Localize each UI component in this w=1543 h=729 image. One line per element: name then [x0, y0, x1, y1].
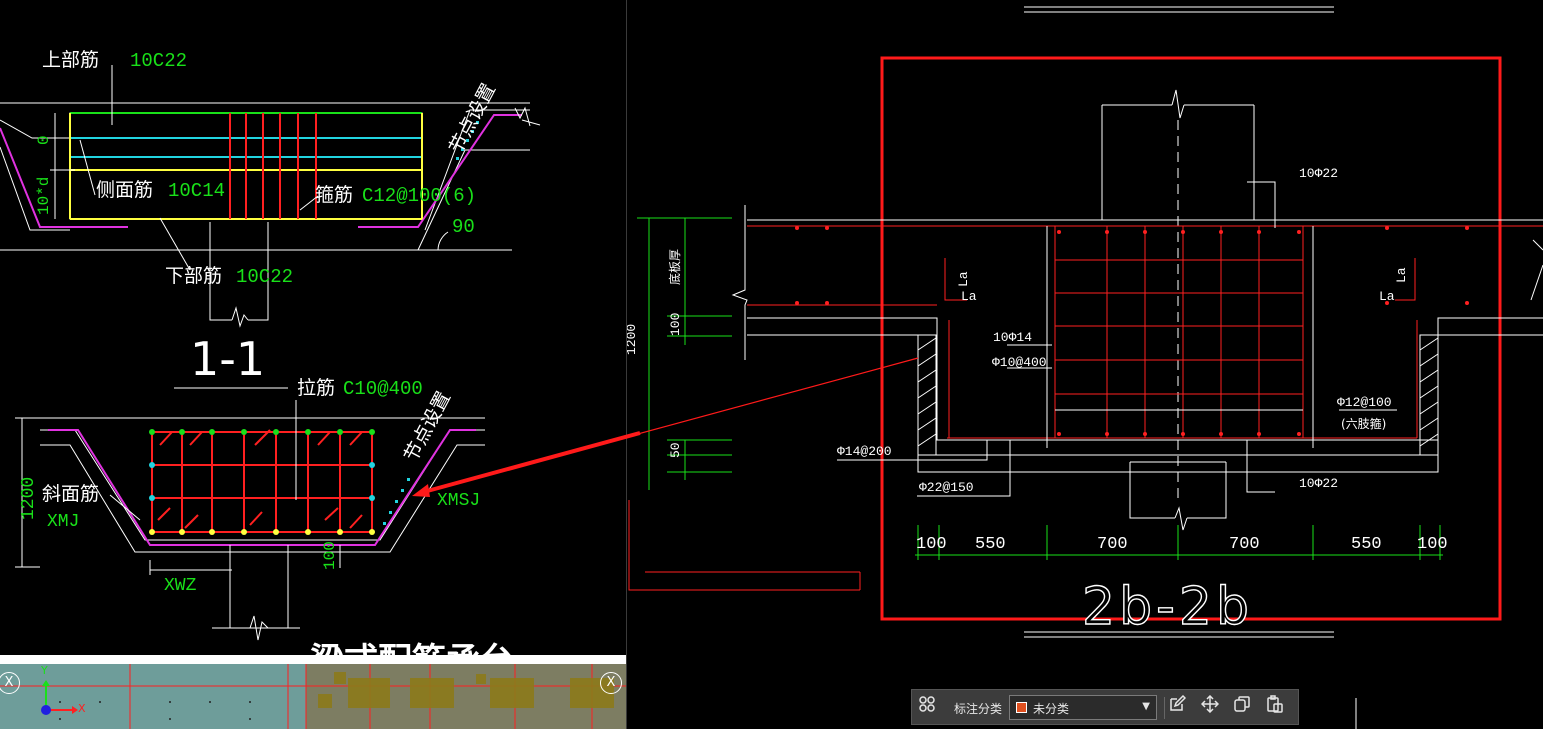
- copy-icon[interactable]: [1233, 695, 1259, 721]
- right-cad-canvas: [628, 6, 1543, 729]
- ucs-y-label: Y: [41, 664, 48, 677]
- label-10phi22-top: 10Φ22: [1299, 166, 1338, 181]
- dim-bottom-5: 100: [1417, 535, 1448, 554]
- label-six-legs: (六肢箍): [1341, 416, 1386, 431]
- label-phi10-400: Φ10@400: [992, 355, 1047, 370]
- dim-bottom-0: 100: [916, 535, 947, 554]
- label-phi22-150: Φ22@150: [919, 480, 974, 495]
- slope-rebar-label: 斜面筋: [42, 483, 99, 505]
- thumbnail-canvas[interactable]: Y X X X: [0, 664, 626, 729]
- slope-rebar-code: XMJ: [47, 512, 79, 532]
- toolbar-separator: [1164, 697, 1165, 719]
- dim-100-bottom: 100: [321, 541, 339, 570]
- annotation-category-value: 未分类: [1033, 702, 1070, 716]
- bottom-code: XWZ: [164, 576, 197, 596]
- stirrup-label: 箍筋: [315, 184, 353, 206]
- chevron-down-icon: ▼: [1142, 701, 1150, 712]
- right-labels: 10Φ22 10Φ22 10Φ14 Φ10@400 Φ12@100 (六肢箍) …: [627, 166, 1448, 638]
- left-drawing-viewport[interactable]: 上部筋 10C22 侧面筋 10C14 箍筋 C12@100(6) 下部筋 10…: [0, 0, 626, 729]
- thumbnail-close-right-button[interactable]: X: [600, 672, 622, 694]
- dim-zero: 0: [35, 135, 53, 145]
- side-rebar-value: 10C14: [168, 180, 225, 202]
- label-10phi14: 10Φ14: [993, 330, 1032, 345]
- category-color-swatch: [1016, 702, 1027, 713]
- ucs-origin: [41, 705, 51, 715]
- stirrup-value: C12@100(6): [362, 185, 476, 207]
- label-la-left-b: La: [961, 289, 977, 304]
- label-la-right-a: La: [1394, 267, 1409, 283]
- label-10phi22-bottom: 10Φ22: [1299, 476, 1338, 491]
- bottom-rebar-label: 下部筋: [165, 265, 222, 287]
- edit-icon[interactable]: [1168, 695, 1194, 721]
- label-slab-thickness: 底板厚: [667, 249, 682, 285]
- bottom-rebar-value: 10C22: [236, 266, 293, 288]
- dim-10d: 10*d: [35, 177, 53, 215]
- annotation-toolbar: 标注分类 未分类 ▼: [911, 689, 1299, 725]
- right-drawing-viewport[interactable]: 10Φ22 10Φ22 10Φ14 Φ10@400 Φ12@100 (六肢箍) …: [627, 0, 1543, 729]
- section-2-drawing: [15, 400, 485, 641]
- ucs-x-label: X: [78, 702, 86, 715]
- top-rebar-label: 上部筋: [42, 49, 99, 71]
- slope-rebar-code-right: XMSJ: [437, 491, 480, 511]
- dim-1200-left: 1200: [19, 477, 39, 520]
- label-phi12-100: Φ12@100: [1337, 395, 1392, 410]
- top-rebar-value: 10C22: [130, 50, 187, 72]
- tie-value: C10@400: [343, 378, 423, 400]
- dim-left-50: 50: [668, 442, 683, 458]
- label-phi14-200: Φ14@200: [837, 444, 892, 459]
- label-la-left-a: La: [956, 271, 971, 287]
- section-title-1-1: 1-1: [190, 332, 265, 386]
- thumbnail-graphics: [0, 664, 626, 729]
- tie-label: 拉筋: [297, 377, 335, 399]
- angle-label: 90: [452, 216, 475, 238]
- move-icon[interactable]: [1201, 695, 1227, 721]
- dim-left-1200: 1200: [627, 324, 639, 355]
- label-la-right-b: La: [1379, 289, 1395, 304]
- paste-icon[interactable]: [1266, 695, 1292, 721]
- dim-bottom-2: 700: [1097, 535, 1128, 554]
- grid-icon[interactable]: [918, 695, 944, 721]
- highlight-box: [880, 56, 1502, 621]
- annotation-category-label: 标注分类: [954, 702, 1003, 716]
- section-1-1: [0, 65, 541, 328]
- side-rebar-label: 侧面筋: [96, 179, 153, 201]
- dim-bottom-3: 700: [1229, 535, 1260, 554]
- overview-thumbnail[interactable]: Y X X X: [0, 655, 626, 729]
- thumbnail-close-left-button[interactable]: X: [0, 672, 20, 694]
- annotation-category-select[interactable]: 未分类 ▼: [1009, 695, 1157, 720]
- left-cad-canvas: 上部筋 10C22 侧面筋 10C14 箍筋 C12@100(6) 下部筋 10…: [0, 49, 541, 681]
- dim-bottom-4: 550: [1351, 535, 1382, 554]
- dim-left-100: 100: [668, 313, 683, 336]
- section-title-2b-2b: 2b-2b: [1082, 577, 1253, 637]
- dim-bottom-1: 550: [975, 535, 1006, 554]
